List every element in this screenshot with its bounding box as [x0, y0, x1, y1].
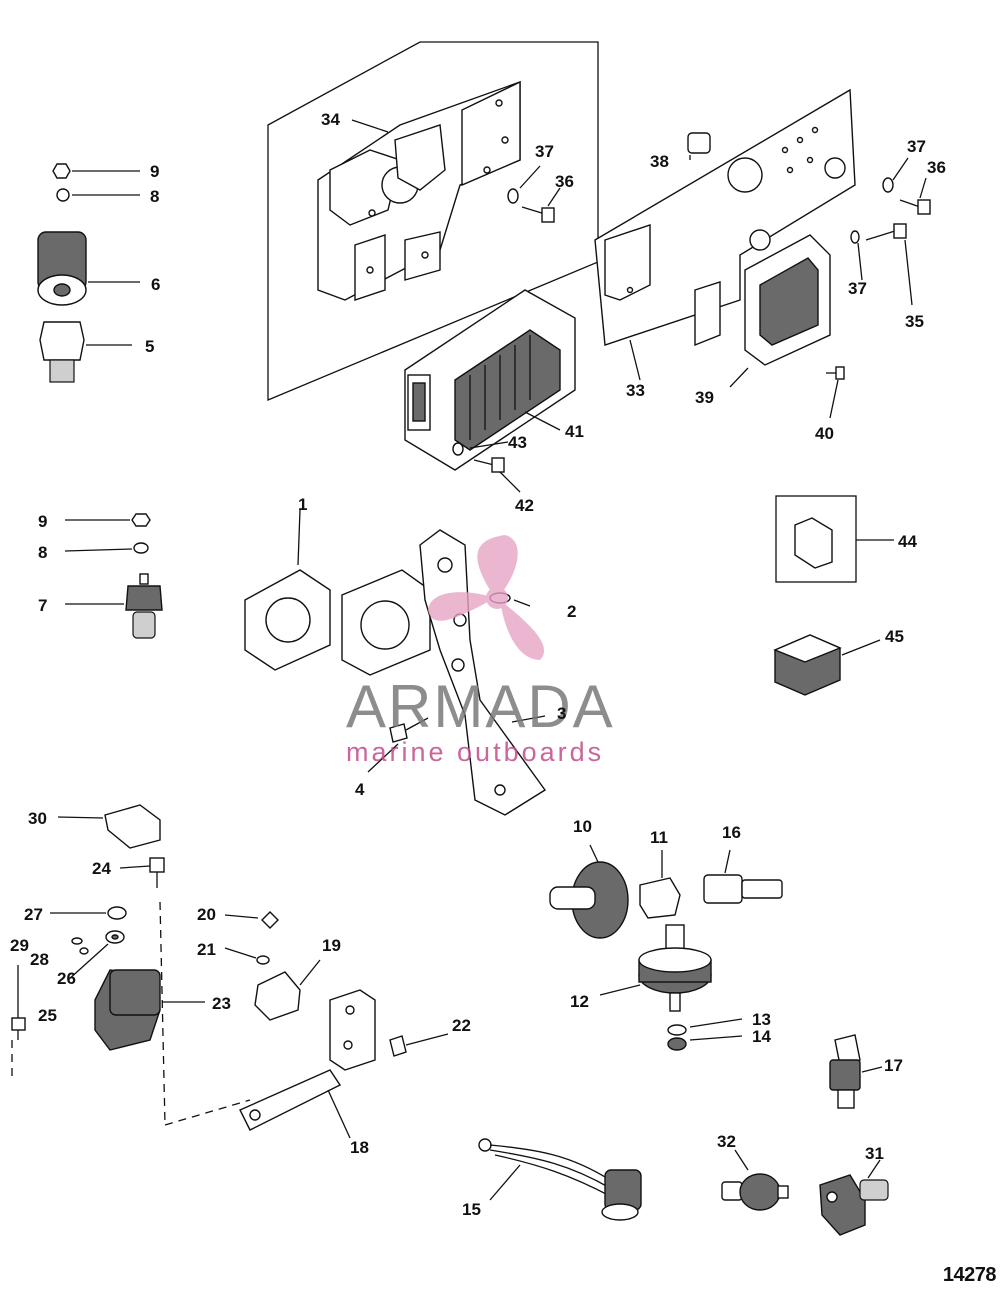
callout-37-lower: 37 — [848, 279, 867, 298]
callout-28: 28 — [30, 950, 49, 969]
callout-24: 24 — [92, 859, 111, 878]
callout-6: 6 — [151, 275, 161, 294]
callout-30: 30 — [28, 809, 47, 828]
sensor-32 — [721, 1149, 789, 1211]
relay-45 — [773, 634, 881, 696]
callout-23: 23 — [212, 994, 231, 1013]
spacer-38 — [687, 132, 711, 154]
elbow-31 — [819, 1159, 889, 1236]
callout-1: 1 — [298, 495, 308, 514]
callout-15: 15 — [462, 1200, 481, 1219]
solenoid-assembly-23 — [11, 804, 251, 1126]
callout-34: 34 — [321, 110, 340, 129]
callout-42: 42 — [515, 496, 534, 515]
callout-16: 16 — [722, 823, 741, 842]
callout-36-right: 36 — [927, 158, 946, 177]
callout-35: 35 — [905, 312, 924, 331]
callout-36-left: 36 — [555, 172, 574, 191]
callout-32: 32 — [717, 1132, 736, 1151]
callout-7: 7 — [38, 596, 48, 615]
callout-26: 26 — [57, 969, 76, 988]
callout-8-mid: 8 — [38, 543, 48, 562]
watermark-tagline: marine outboards — [346, 737, 605, 767]
callout-31: 31 — [865, 1144, 884, 1163]
callout-44: 44 — [898, 532, 917, 551]
callout-19: 19 — [322, 936, 341, 955]
callout-14: 14 — [752, 1027, 771, 1046]
callout-22: 22 — [452, 1016, 471, 1035]
callout-37-right: 37 — [907, 137, 926, 156]
ecm-bracket-assembly — [267, 41, 599, 401]
callout-45: 45 — [885, 627, 904, 646]
fuse-box-44 — [775, 495, 894, 583]
callout-2: 2 — [567, 602, 577, 621]
sensor-stack-5-9 — [37, 163, 140, 383]
mounting-plate-33 — [594, 88, 856, 347]
harness-15 — [478, 1138, 642, 1221]
callout-27: 27 — [24, 905, 43, 924]
callout-41: 41 — [565, 422, 584, 441]
callout-29: 29 — [10, 936, 29, 955]
callout-39: 39 — [695, 388, 714, 407]
callout-13: 13 — [752, 1010, 771, 1029]
ecm-module-41 — [404, 289, 576, 471]
sensor-stack-7-9 — [64, 513, 163, 639]
callout-3: 3 — [557, 704, 567, 723]
callout-8-top: 8 — [150, 187, 160, 206]
callout-43: 43 — [508, 433, 527, 452]
callout-21: 21 — [197, 940, 216, 959]
callout-37-left: 37 — [535, 142, 554, 161]
fitting-17 — [829, 1034, 883, 1109]
callout-17: 17 — [884, 1056, 903, 1075]
callout-9-mid: 9 — [38, 512, 48, 531]
callout-20: 20 — [197, 905, 216, 924]
pressure-switch-assembly — [549, 844, 783, 1051]
callout-18: 18 — [350, 1138, 369, 1157]
callout-5: 5 — [145, 337, 155, 356]
leaders-top — [351, 119, 927, 493]
module-39 — [744, 234, 831, 366]
propeller-logo — [428, 535, 545, 660]
callout-12: 12 — [570, 992, 589, 1011]
callout-10: 10 — [573, 817, 592, 836]
diagram-reference-number: 14278 — [942, 1264, 997, 1286]
callout-9-top: 9 — [150, 162, 160, 181]
callout-38: 38 — [650, 152, 669, 171]
callout-4: 4 — [355, 780, 365, 799]
callout-40: 40 — [815, 424, 834, 443]
callout-25: 25 — [38, 1006, 57, 1025]
sensor-bracket-18 — [224, 911, 449, 1139]
callout-33: 33 — [626, 381, 645, 400]
fasteners-top — [452, 177, 931, 473]
callout-11: 11 — [650, 828, 668, 847]
watermark-brand: ARMADA — [346, 673, 615, 740]
